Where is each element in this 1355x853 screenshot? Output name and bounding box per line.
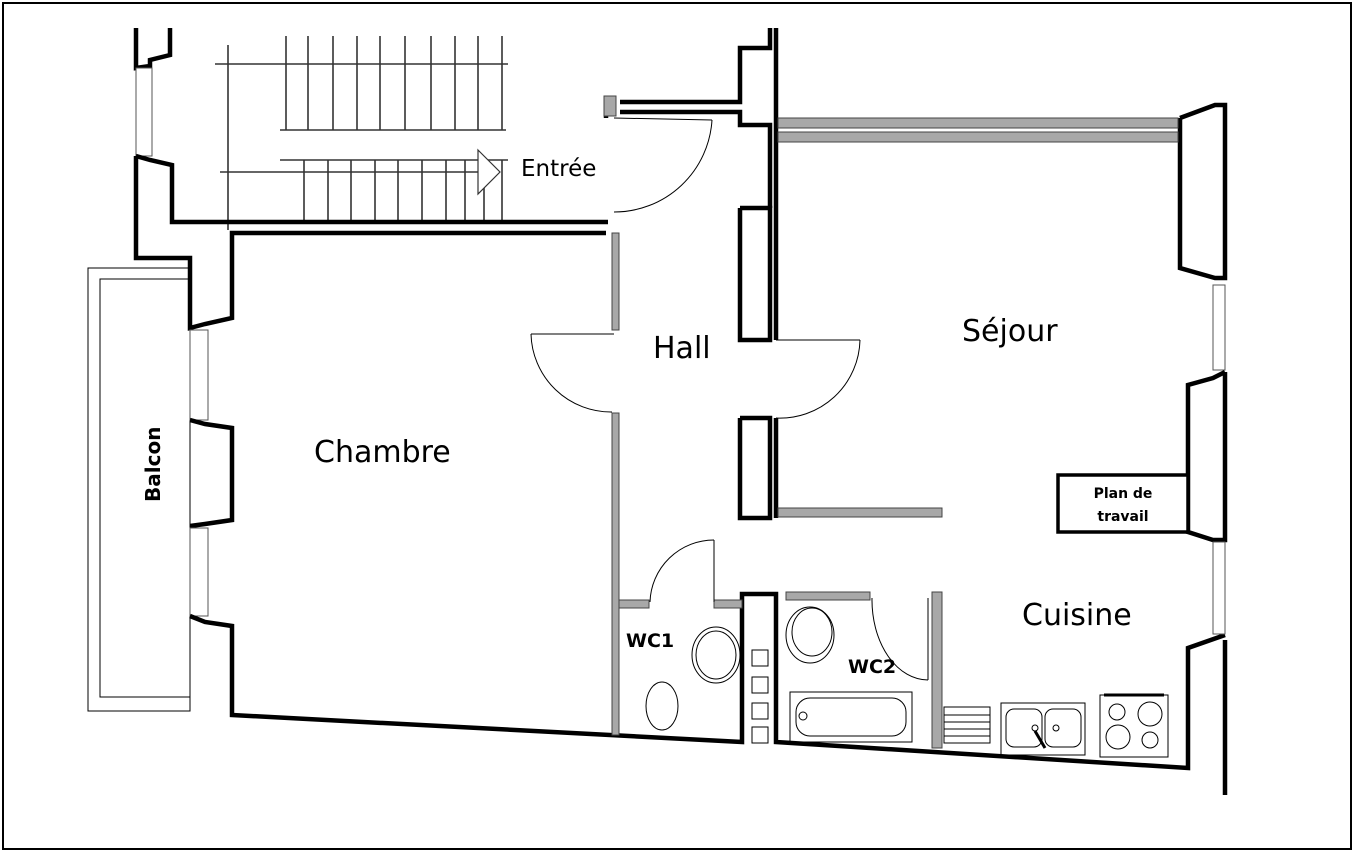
kitchen-sink-icon bbox=[1000, 702, 1086, 756]
room-label-balcon: Balcon bbox=[141, 427, 165, 502]
walls bbox=[133, 28, 1228, 795]
partitions bbox=[611, 117, 1179, 749]
arrow-icon bbox=[477, 148, 501, 196]
window bbox=[189, 527, 209, 617]
room-label-wc2: WC2 bbox=[848, 656, 896, 678]
window bbox=[1212, 284, 1226, 371]
room-label-entree: Entrée bbox=[521, 156, 596, 182]
room-label-hall: Hall bbox=[653, 331, 711, 366]
toilet-icon bbox=[645, 681, 679, 731]
wc1-sink-icon bbox=[691, 626, 741, 684]
plan-de-travail bbox=[1056, 473, 1190, 534]
wc2-sink-icon bbox=[785, 606, 835, 664]
drainer-icon bbox=[943, 706, 991, 744]
room-label-wc1: WC1 bbox=[626, 630, 674, 652]
bathtub-icon bbox=[789, 691, 913, 743]
staircase bbox=[215, 36, 508, 230]
stove-icon bbox=[1099, 693, 1169, 758]
window bbox=[135, 67, 153, 157]
fixtures bbox=[645, 473, 1190, 758]
room-label-sejour: Séjour bbox=[962, 314, 1058, 349]
room-label-cuisine: Cuisine bbox=[1022, 598, 1132, 633]
plan-de-travail-line1: Plan de bbox=[1094, 486, 1153, 502]
window bbox=[1212, 541, 1226, 635]
room-label-chambre: Chambre bbox=[314, 435, 451, 470]
doors bbox=[530, 117, 929, 681]
balcony bbox=[87, 267, 191, 712]
plan-de-travail-line2: travail bbox=[1097, 509, 1148, 525]
window bbox=[189, 329, 209, 421]
